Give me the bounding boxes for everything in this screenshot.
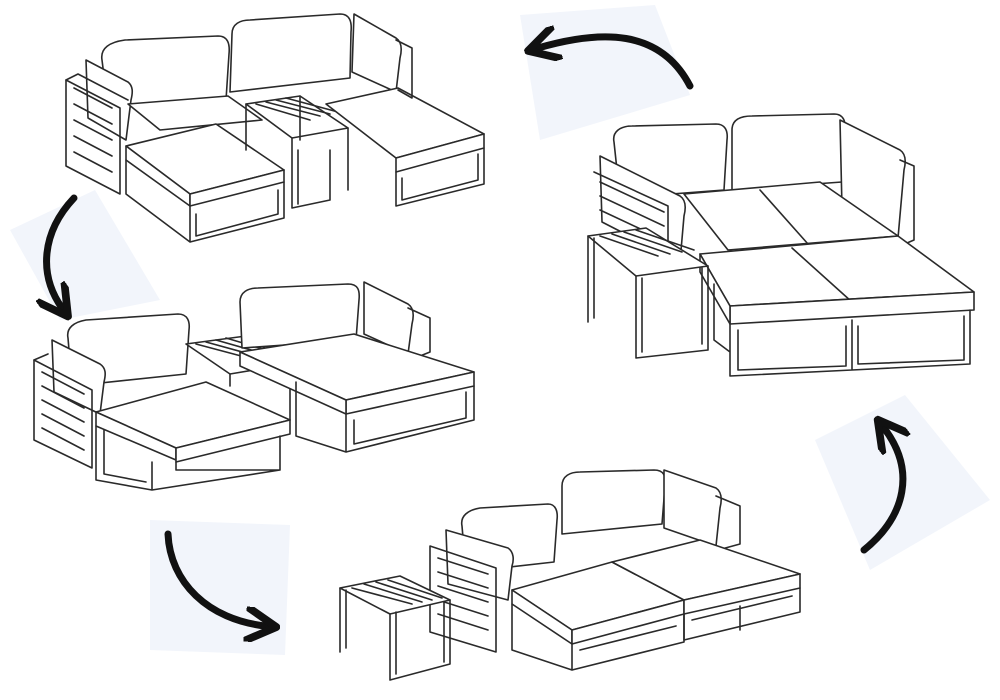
chaise-frame xyxy=(395,147,485,207)
daybed-with-side-table xyxy=(587,113,975,377)
two-lounge-chairs-with-table xyxy=(33,281,475,491)
daybed-frame xyxy=(713,283,971,377)
double-chaise-with-side-table xyxy=(339,469,801,681)
center-table-legs xyxy=(245,95,349,209)
arm-cushion xyxy=(599,155,686,263)
side-cushion xyxy=(363,281,414,355)
arrow-right xyxy=(860,428,903,554)
shade-patch xyxy=(520,5,690,140)
chaise-frame xyxy=(125,159,285,243)
arrow-left xyxy=(47,194,78,308)
chair-frame xyxy=(295,381,475,453)
side-cushion xyxy=(663,469,722,547)
arrow-bottom xyxy=(164,530,266,626)
side-cushion xyxy=(351,13,402,93)
back-cushion xyxy=(561,469,667,535)
armrest-frame xyxy=(65,79,121,195)
back-cushion xyxy=(229,13,353,93)
side-table-legs xyxy=(587,235,709,359)
sectional-with-center-table xyxy=(65,13,485,243)
armrest-frame xyxy=(33,359,93,469)
back-cushion xyxy=(731,113,847,191)
armrest-frame xyxy=(593,171,669,251)
armrest-frame xyxy=(429,545,497,653)
chaise-frame xyxy=(683,587,801,641)
back-cushion xyxy=(100,35,231,109)
seat-cushion xyxy=(127,95,263,131)
arrow-top xyxy=(538,37,694,90)
shade-patch xyxy=(10,190,160,320)
back-cushion xyxy=(239,283,361,349)
side-table-legs xyxy=(339,587,451,681)
chair-frame xyxy=(95,425,281,491)
